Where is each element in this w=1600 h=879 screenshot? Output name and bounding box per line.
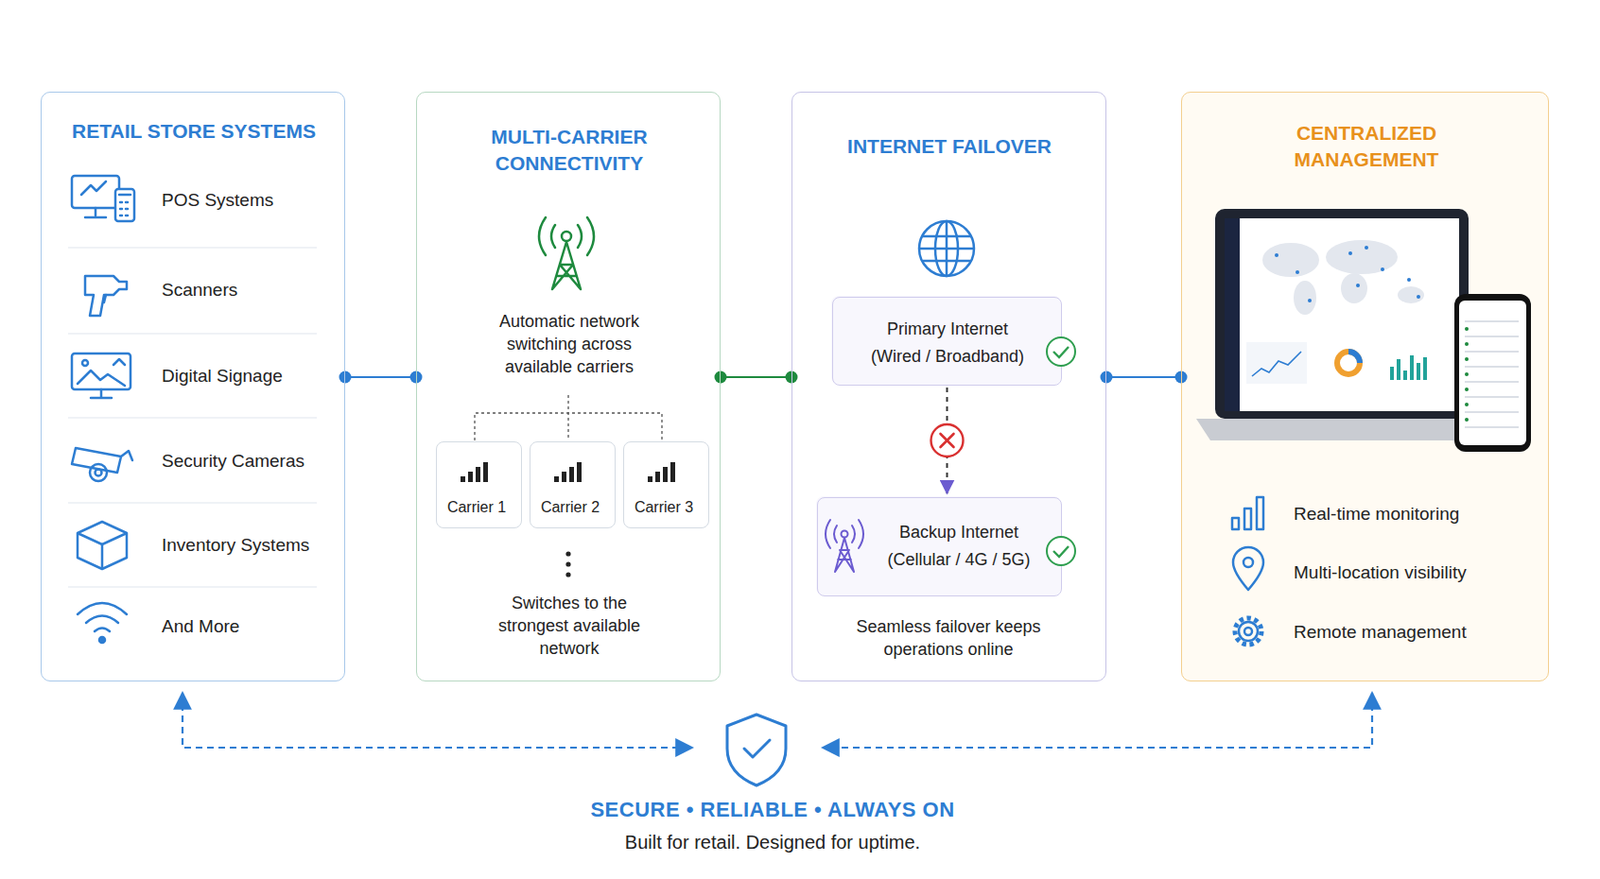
node-text: And More [161, 614, 240, 639]
vertical-dots [565, 551, 571, 577]
node-text: Carrier 2 [532, 497, 609, 518]
node-text: Scanners [161, 278, 238, 302]
laptop-illustration [1196, 208, 1531, 453]
connectivity-panel: MULTI-CARRIER CONNECTIVITY Automatic netw… [416, 91, 721, 682]
box-fill [831, 295, 1061, 385]
panel-title: INTERNET FAILOVER [807, 133, 1092, 160]
management-panel: CENTRALIZED MANAGEMENT Real-time monitori… [1181, 91, 1549, 682]
internet-box: Primary Internet (Wired / Broadband) [832, 296, 1062, 386]
node-text: Carrier 1 [438, 497, 515, 518]
signal-bar [475, 467, 481, 483]
signal-bar [569, 467, 574, 483]
node-text: Real-time monitoring [1293, 502, 1460, 526]
signal-bar [576, 462, 582, 483]
flow-connector [1106, 376, 1182, 379]
node-text: Remote management [1293, 620, 1467, 644]
globe-icon [919, 221, 974, 277]
flow-connector [720, 376, 792, 379]
flow-connector [345, 376, 417, 379]
panel-fill [1181, 91, 1549, 682]
node-text: (Cellular / 4G / 5G) [864, 549, 1054, 573]
node-text: Security Cameras [161, 449, 305, 473]
carrier-box: Carrier 2 [529, 441, 616, 529]
connector-dot [714, 371, 728, 384]
connector-dot [339, 371, 352, 384]
feature-icons [1232, 497, 1264, 645]
node-text: Inventory Systems [161, 533, 310, 557]
node-text: Backup Internet [864, 521, 1054, 545]
node-text: POS Systems [161, 188, 274, 212]
signal-bar [670, 462, 676, 483]
backup-tower-icon [825, 520, 864, 573]
node-text: Seamless failover keeps operations onlin… [847, 616, 1051, 662]
panel-title: CENTRALIZED MANAGEMENT [1243, 120, 1490, 174]
signal-bar [483, 462, 488, 483]
signal-bars [460, 462, 676, 483]
signal-bar [647, 476, 653, 483]
node-text: Primary Internet [848, 318, 1047, 342]
connector-dot [1100, 371, 1114, 384]
failover-panel: INTERNET FAILOVER Seamless failover keeps… [791, 91, 1107, 682]
carrier-box: Carrier 3 [623, 441, 710, 529]
shield-icon [727, 714, 786, 786]
box-fill [816, 496, 1061, 596]
signal-bar [662, 467, 668, 483]
panel-title: RETAIL STORE SYSTEMS [52, 118, 336, 145]
node-text: Digital Signage [161, 364, 283, 388]
caption: Built for retail. Designed for uptime. [488, 832, 1057, 854]
signal-bar [655, 471, 661, 483]
node-text: Carrier 3 [626, 497, 702, 518]
status-check [1046, 337, 1076, 566]
signal-bar [561, 471, 567, 483]
node-text: Multi-location visibility [1293, 560, 1467, 585]
signal-bar [468, 471, 473, 483]
signal-bar [460, 476, 466, 483]
system-icons [71, 175, 135, 644]
panel-title: MULTI-CARRIER CONNECTIVITY [451, 123, 688, 177]
row-dividers [68, 247, 317, 588]
security-link [182, 693, 1373, 748]
systems-panel: RETAIL STORE SYSTEMS POS SystemsScannersD… [40, 91, 346, 682]
node-text: Automatic network switching across avail… [472, 311, 667, 380]
failure-mark [931, 424, 964, 457]
tagline: SECURE • RELIABLE • ALWAYS ON [488, 798, 1057, 823]
cell-tower-icon [539, 217, 594, 290]
internet-box: Backup Internet (Cellular / 4G / 5G) [817, 497, 1062, 597]
node-text: (Wired / Broadband) [848, 346, 1047, 369]
node-text: Switches to the strongest available netw… [474, 592, 664, 661]
signal-bar [554, 476, 559, 483]
carrier-box: Carrier 1 [435, 441, 522, 529]
carrier-bracket [474, 395, 662, 441]
